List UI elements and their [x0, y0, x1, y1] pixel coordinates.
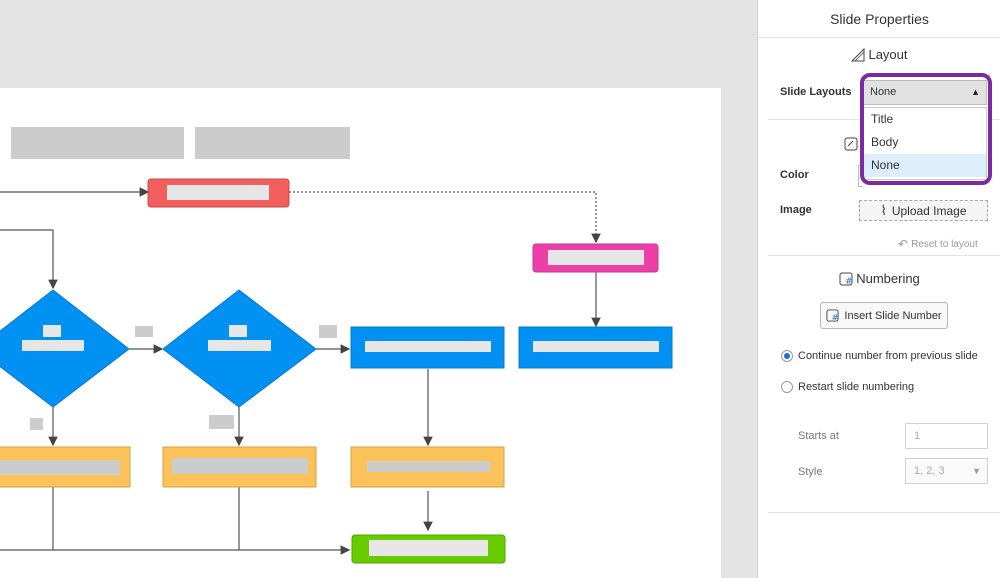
divider	[768, 512, 1000, 513]
connector-label	[319, 325, 337, 338]
numbering-heading: Numbering	[856, 271, 920, 286]
layout-section-heading: Layout	[758, 47, 1000, 62]
slide-layouts-dropdown: Title Body None	[863, 107, 987, 180]
flowchart-diagram[interactable]	[0, 88, 721, 578]
reset-label: Reset to layout	[911, 238, 978, 250]
svg-text:#: #	[832, 312, 839, 322]
shape-text-placeholder	[229, 325, 247, 337]
highlight-outline	[860, 73, 992, 185]
paperclip-icon: ⌇	[880, 202, 887, 218]
style-value: 1, 2, 3	[914, 465, 945, 477]
upload-image-label: Upload Image	[891, 203, 967, 218]
style-select[interactable]: 1, 2, 3 ▼	[905, 458, 988, 484]
shape-text-placeholder	[369, 540, 488, 556]
svg-text:#: #	[845, 277, 853, 286]
continue-numbering-label: Continue number from previous slide	[798, 350, 978, 362]
slide-layouts-label: Slide Layouts	[780, 86, 852, 98]
numbering-icon: #	[839, 272, 853, 286]
numbering-icon: #	[826, 309, 839, 322]
upload-image-button[interactable]: ⌇ Upload Image	[859, 200, 988, 221]
layout-option-title[interactable]: Title	[871, 112, 894, 126]
shape-text-placeholder	[167, 185, 269, 200]
insert-slide-number-button[interactable]: # Insert Slide Number	[820, 302, 948, 329]
slide-layouts-select[interactable]: None ▲	[863, 80, 987, 105]
background-icon	[844, 137, 858, 151]
radio-selected[interactable]	[781, 350, 793, 362]
divider	[768, 255, 1000, 256]
reset-to-layout-link[interactable]: ↶ Reset to layout	[898, 237, 978, 251]
caret-down-icon: ▼	[972, 466, 981, 476]
connectors	[0, 187, 601, 555]
starts-at-input[interactable]: 1	[905, 423, 988, 449]
image-label: Image	[780, 204, 812, 216]
layout-option-none[interactable]: None	[864, 154, 986, 177]
shape-text-placeholder	[208, 340, 271, 351]
undo-icon: ↶	[898, 237, 909, 251]
shape-text-placeholder	[548, 250, 644, 265]
layout-heading: Layout	[868, 47, 908, 62]
color-label: Color	[780, 169, 809, 181]
shape-text-placeholder	[367, 461, 490, 472]
continue-numbering-option[interactable]: Continue number from previous slide	[781, 350, 978, 362]
starts-at-label: Starts at	[798, 430, 839, 442]
restart-numbering-option[interactable]: Restart slide numbering	[781, 381, 914, 393]
shape-text-placeholder	[172, 458, 308, 474]
insert-slide-number-label: Insert Slide Number	[844, 309, 942, 322]
slide-title-placeholder[interactable]	[11, 127, 184, 159]
shape-text-placeholder	[0, 460, 120, 475]
shape-text-placeholder	[43, 325, 61, 337]
properties-panel: Slide Properties Layout Slide Layouts No…	[757, 0, 1000, 578]
slide-subtitle-placeholder[interactable]	[195, 127, 350, 159]
restart-numbering-label: Restart slide numbering	[798, 381, 915, 393]
connector-label	[30, 418, 43, 430]
connector-label	[135, 326, 153, 337]
numbering-section-heading: # Numbering	[758, 271, 1000, 286]
shape-text-placeholder	[365, 341, 491, 352]
style-label: Style	[798, 466, 823, 478]
slide-layouts-value: None	[870, 86, 897, 98]
layout-option-body[interactable]: Body	[871, 135, 899, 149]
layout-icon	[851, 47, 865, 61]
shape-text-placeholder	[533, 341, 659, 352]
panel-title: Slide Properties	[758, 0, 1000, 38]
connector-label	[209, 415, 234, 429]
radio-unselected[interactable]	[781, 381, 793, 393]
shape-text-placeholder	[22, 340, 84, 351]
caret-up-icon: ▲	[971, 87, 980, 97]
